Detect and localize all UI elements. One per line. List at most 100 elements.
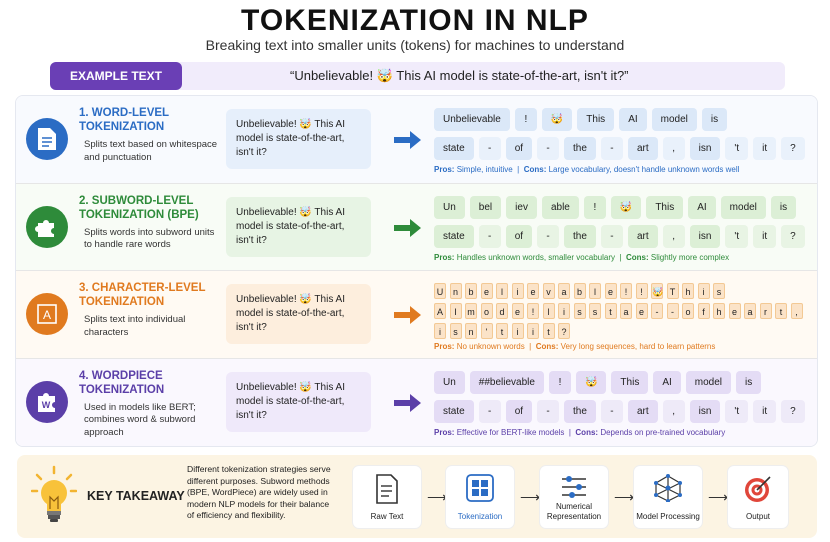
step-model-processing: Model Processing xyxy=(633,465,703,529)
pros-label: Pros: xyxy=(434,252,455,262)
character-icon: A xyxy=(26,293,68,335)
sample-text: Unbelievable! 🤯 This AI model is state-o… xyxy=(226,196,371,257)
token: v xyxy=(542,283,555,299)
token: , xyxy=(790,303,803,319)
step-label: Numerical Representation xyxy=(546,502,602,521)
token: This xyxy=(577,108,615,131)
token: of xyxy=(505,224,533,248)
token: m xyxy=(465,303,477,319)
method-title: 4. WORDPIECE TOKENIZATION xyxy=(79,369,165,396)
token: I xyxy=(449,303,462,319)
token: art xyxy=(627,399,658,423)
token: T xyxy=(666,283,679,299)
cons-label: Cons: xyxy=(535,342,559,351)
token: ##believable xyxy=(469,370,544,394)
token: ! xyxy=(635,283,648,299)
token: ! xyxy=(514,108,537,131)
method-description: Splits text into individual characters xyxy=(84,314,186,338)
example-label: EXAMPLE TEXT xyxy=(50,62,182,90)
token: e xyxy=(527,283,539,299)
token: art xyxy=(627,224,658,248)
token: model xyxy=(720,195,766,219)
page-subtitle: Breaking text into smaller units (tokens… xyxy=(205,37,625,53)
token: n xyxy=(465,323,477,339)
token: , xyxy=(662,399,685,423)
arrow-right-icon: ⟶ xyxy=(427,489,448,505)
key-takeaway-panel: KEY TAKEAWAY Different tokenization stra… xyxy=(17,455,817,538)
token: Un xyxy=(434,370,465,394)
token: iev xyxy=(506,195,537,219)
token: state xyxy=(434,224,474,248)
takeaway-text: Different tokenization strategies serve … xyxy=(187,464,331,520)
arrow-right-icon: ⟶ xyxy=(708,489,729,505)
token: h xyxy=(713,303,725,319)
step-label: Raw Text xyxy=(370,512,404,521)
token: ! xyxy=(583,195,606,219)
token: h xyxy=(682,283,694,299)
svg-text:A: A xyxy=(43,308,51,322)
token: of xyxy=(505,399,533,423)
tokenization-methods: 1. WORD-LEVEL TOKENIZATION Splits text b… xyxy=(15,95,818,447)
token: - xyxy=(600,137,623,160)
token: r xyxy=(759,303,772,319)
token: e xyxy=(511,303,524,319)
token: A xyxy=(434,303,446,319)
token: bel xyxy=(469,195,502,219)
svg-text:W: W xyxy=(42,400,51,410)
token: the xyxy=(564,399,596,423)
token: 't xyxy=(725,399,749,423)
token: - xyxy=(651,303,663,319)
method-title: 1. WORD-LEVEL TOKENIZATION xyxy=(79,107,169,133)
token: model xyxy=(685,370,732,394)
token: , xyxy=(662,137,685,160)
pros-label: Pros: xyxy=(434,427,455,437)
token: ? xyxy=(781,399,805,423)
token: 🤯 xyxy=(575,370,607,394)
arrow-right-icon: ⟶ xyxy=(520,489,541,505)
token: it xyxy=(753,399,777,423)
target-icon xyxy=(745,476,771,502)
token: ' xyxy=(480,323,493,339)
token: a xyxy=(558,283,570,299)
token: is xyxy=(770,195,797,219)
pros-text: Handles unknown words, smaller vocabular… xyxy=(456,252,615,262)
pros-cons: Pros: No unknown words | Cons: Very long… xyxy=(434,342,716,351)
method-row: A 3. CHARACTER-LEVEL TOKENIZATION Splits… xyxy=(16,271,817,359)
token: - xyxy=(666,303,679,319)
token: it xyxy=(753,224,777,248)
example-text: “Unbelievable! 🤯 This AI model is state-… xyxy=(290,68,629,83)
token: i xyxy=(434,323,446,339)
step-label: Tokenization xyxy=(457,512,503,521)
token: - xyxy=(600,399,623,423)
token: - xyxy=(537,137,560,160)
token: is xyxy=(736,370,762,394)
token: e xyxy=(635,303,648,319)
token: AI xyxy=(619,108,647,131)
token: This xyxy=(611,370,649,394)
token: i xyxy=(697,283,710,299)
token: t xyxy=(775,303,787,319)
step-numerical-representation: Numerical Representation xyxy=(539,465,609,529)
token: t xyxy=(604,303,617,319)
token: of xyxy=(505,137,533,160)
document-icon xyxy=(376,474,398,504)
lightbulb-icon xyxy=(31,465,77,522)
token: Un xyxy=(434,195,465,219)
arrow-right-icon xyxy=(394,131,421,149)
token: s xyxy=(573,303,586,319)
token: i xyxy=(527,323,539,339)
cons-text: Slightly more complex xyxy=(650,252,730,262)
token: e xyxy=(604,283,617,299)
step-label: Model Processing xyxy=(636,512,700,521)
token: 🤯 xyxy=(651,283,663,299)
token: the xyxy=(564,137,596,160)
